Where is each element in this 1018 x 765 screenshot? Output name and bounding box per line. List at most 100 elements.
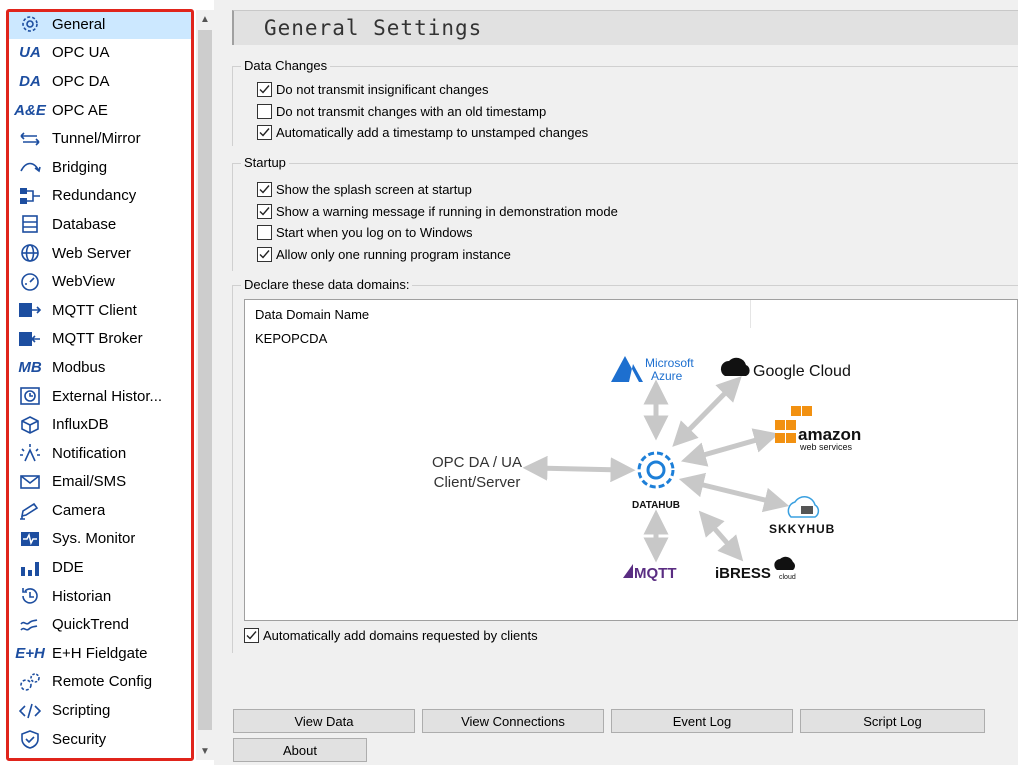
sidebar-item-quicktrend[interactable]: QuickTrend <box>8 610 192 639</box>
script-log-button[interactable]: Script Log <box>800 709 985 733</box>
option-label: Do not transmit changes with an old time… <box>276 104 547 119</box>
google-cloud-label: Google Cloud <box>753 363 851 380</box>
view-connections-button[interactable]: View Connections <box>422 709 604 733</box>
sidebar-item-label: Email/SMS <box>52 473 127 491</box>
option-start-on-logon[interactable]: Start when you log on to Windows <box>257 225 473 240</box>
option-label: Do not transmit insignificant changes <box>276 82 489 97</box>
checkmark-icon <box>259 250 270 259</box>
event-log-button[interactable]: Event Log <box>611 709 793 733</box>
option-old-timestamp[interactable]: Do not transmit changes with an old time… <box>257 104 546 119</box>
icon-text: E+H <box>15 644 45 662</box>
about-button[interactable]: About <box>233 738 367 762</box>
sidebar-item-influxdb[interactable]: InfluxDB <box>8 410 192 439</box>
option-splash-screen[interactable]: Show the splash screen at startup <box>257 182 472 197</box>
option-add-timestamp[interactable]: Automatically add a timestamp to unstamp… <box>257 125 588 140</box>
option-label: Show the splash screen at startup <box>276 182 472 197</box>
checkmark-icon <box>246 631 257 640</box>
sidebar-item-camera[interactable]: Camera <box>8 496 192 525</box>
checkmark-icon <box>259 85 270 94</box>
sidebar-item-mqtt-broker[interactable]: MQTT Broker <box>8 325 192 354</box>
sidebar-item-email-sms[interactable]: Email/SMS <box>8 468 192 497</box>
sidebar-scrollbar[interactable]: ▲ ▼ <box>196 10 214 760</box>
sidebar-item-sys-monitor[interactable]: Sys. Monitor <box>8 525 192 554</box>
column-header[interactable]: Data Domain Name <box>245 300 751 328</box>
checkbox[interactable] <box>257 225 272 240</box>
sidebar-item-label: External Histor... <box>52 387 163 405</box>
checkbox[interactable] <box>257 182 272 197</box>
opc-ua-icon: UA <box>8 39 52 67</box>
opc-ae-icon: A&E <box>8 96 52 124</box>
sidebar-item-label: Database <box>52 215 117 233</box>
ibress-cloud-icon <box>774 556 795 570</box>
sidebar-item-label: OPC AE <box>52 101 108 119</box>
option-insignificant-changes[interactable]: Do not transmit insignificant changes <box>257 82 488 97</box>
sidebar-item-remote-config[interactable]: Remote Config <box>8 668 192 697</box>
checkbox[interactable] <box>257 125 272 140</box>
checkmark-icon <box>259 185 270 194</box>
sidebar-item-label: Sys. Monitor <box>52 530 136 548</box>
checkbox[interactable] <box>257 82 272 97</box>
monitor-icon <box>8 525 52 553</box>
option-demo-warning[interactable]: Show a warning message if running in dem… <box>257 204 618 219</box>
sidebar-item-label: InfluxDB <box>52 416 109 434</box>
database-icon <box>8 210 52 238</box>
arrow-opc <box>522 455 636 483</box>
skkyhub-server-icon <box>801 506 813 514</box>
domain-table[interactable]: Data Domain Name KEPOPCDA OPC DA / UA Cl… <box>244 299 1018 621</box>
camera-icon <box>8 496 52 524</box>
sidebar-item-label: Redundancy <box>52 187 137 205</box>
sidebar-item-label: DDE <box>52 559 84 577</box>
envelope-icon <box>8 468 52 496</box>
sidebar-item-external-histor[interactable]: External Histor... <box>8 382 192 411</box>
datahub-label: DATAHUB <box>632 500 680 511</box>
option-auto-add-domains[interactable]: Automatically add domains requested by c… <box>244 628 538 643</box>
checkbox[interactable] <box>257 247 272 262</box>
influxdb-icon <box>8 411 52 439</box>
external-history-icon <box>8 382 52 410</box>
startup-group: Startup Show the splash screen at startu… <box>232 155 1018 271</box>
startup-title: Startup <box>241 155 289 170</box>
google-cloud-icon <box>720 357 750 376</box>
scroll-up-arrow-icon[interactable]: ▲ <box>200 13 210 25</box>
scroll-thumb[interactable] <box>198 30 212 730</box>
view-data-button[interactable]: View Data <box>233 709 415 733</box>
sidebar-item-webview[interactable]: WebView <box>8 267 192 296</box>
sidebar-item-general[interactable]: General <box>8 10 192 39</box>
sidebar-item-security[interactable]: Security <box>8 725 192 754</box>
option-label: Automatically add a timestamp to unstamp… <box>276 125 589 140</box>
sidebar-item-web-server[interactable]: Web Server <box>8 239 192 268</box>
sidebar-item-database[interactable]: Database <box>8 210 192 239</box>
redundancy-icon <box>8 182 52 210</box>
checkbox[interactable] <box>257 104 272 119</box>
mqtt-label: MQTT <box>634 565 677 582</box>
sidebar-item-notification[interactable]: Notification <box>8 439 192 468</box>
arrow-skkyhub <box>678 472 790 513</box>
eh-icon: E+H <box>8 639 52 667</box>
sidebar-item-label: MQTT Client <box>52 301 137 319</box>
sidebar-item-mqtt-client[interactable]: MQTT Client <box>8 296 192 325</box>
sidebar-item-dde[interactable]: DDE <box>8 553 192 582</box>
sidebar-item-historian[interactable]: Historian <box>8 582 192 611</box>
checkmark-icon <box>259 207 270 216</box>
page-title: General Settings <box>264 16 483 40</box>
option-label: Start when you log on to Windows <box>276 225 473 240</box>
azure-label-line1: Microsoft <box>645 356 694 370</box>
option-single-instance[interactable]: Allow only one running program instance <box>257 247 511 262</box>
checkbox[interactable] <box>257 204 272 219</box>
sidebar-item-scripting[interactable]: Scripting <box>8 696 192 725</box>
sidebar-item-tunnel-mirror[interactable]: Tunnel/Mirror <box>8 124 192 153</box>
table-row[interactable]: KEPOPCDA <box>255 331 328 346</box>
checkbox[interactable] <box>244 628 259 643</box>
sidebar-item-redundancy[interactable]: Redundancy <box>8 182 192 211</box>
sidebar-item-label: Scripting <box>52 702 111 720</box>
sidebar-item-bridging[interactable]: Bridging <box>8 153 192 182</box>
scroll-down-arrow-icon[interactable]: ▼ <box>200 745 210 757</box>
